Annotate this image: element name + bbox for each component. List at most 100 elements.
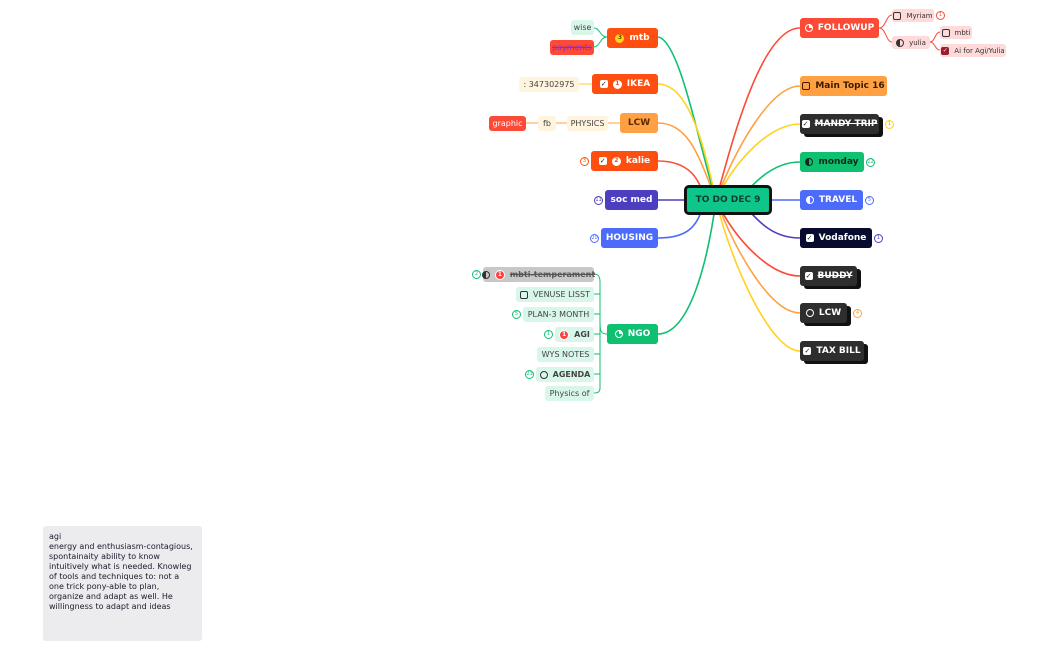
topic-kalie[interactable]: ✓ 2 kalie <box>591 151 658 171</box>
topic-mtb-label: mtb <box>629 33 650 43</box>
subtopic-physics[interactable]: PHYSICS <box>567 116 608 131</box>
check-icon: ✓ <box>804 271 813 280</box>
subtopic-agenda[interactable]: AGENDA <box>536 367 594 382</box>
subtopic-myriam[interactable]: Myriam <box>892 9 934 22</box>
priority-1-icon: 1 <box>559 329 570 340</box>
checkbox-icon <box>802 82 811 90</box>
topic-travel[interactable]: TRAVEL <box>800 190 863 210</box>
topic-housing-count[interactable]: 20 <box>590 234 599 243</box>
link-ngo <box>657 199 717 335</box>
quarter-circle-icon <box>804 24 813 32</box>
plan-count[interactable]: 5 <box>512 310 521 319</box>
notes-title: agi <box>49 532 62 541</box>
subtopic-venuse-lisst[interactable]: VENUSE LISST <box>516 287 594 302</box>
link-payments <box>593 36 608 48</box>
topic-monday[interactable]: monday <box>800 152 864 172</box>
subtopic-plan-3-month[interactable]: PLAN-3 MONTH <box>523 307 594 322</box>
checkbox-icon <box>941 28 950 37</box>
topic-vodafone[interactable]: ✓ Vodafone <box>800 228 872 248</box>
topic-buddy[interactable]: ✓ BUDDY <box>800 266 857 286</box>
topic-tax-bill-label: TAX BILL <box>816 346 861 356</box>
notes-panel[interactable]: agi energy and enthusiasm-contagious, sp… <box>43 526 202 641</box>
topic-vodafone-label: Vodafone <box>818 233 867 243</box>
subtopic-yulia[interactable]: yulia <box>892 36 930 49</box>
link-lcw2 <box>715 199 801 314</box>
topic-housing[interactable]: HOUSING <box>601 228 658 248</box>
priority-2-icon: 2 <box>611 156 621 166</box>
topic-buddy-label: BUDDY <box>817 271 853 281</box>
topic-ikea[interactable]: ✓ 1 IKEA <box>592 74 658 94</box>
check-icon: ✓ <box>941 46 950 55</box>
link-yulia <box>878 27 893 43</box>
subtopic-wise[interactable]: wise <box>571 20 594 35</box>
check-icon: ✓ <box>803 346 812 355</box>
topic-soc-med[interactable]: soc med <box>605 190 658 210</box>
half-circle-icon <box>805 196 814 204</box>
link-mtb <box>657 36 717 201</box>
subtopic-fb[interactable]: fb <box>538 116 556 131</box>
subtopic-ai-for-agi-yulia[interactable]: ✓ Ai for Agi/Yulia <box>940 44 1006 57</box>
half-circle-icon <box>481 270 490 279</box>
topic-mtb[interactable]: 3 mtb <box>607 28 658 48</box>
travel-count[interactable]: 5 <box>865 196 874 205</box>
mandy-trip-count[interactable]: 1 <box>885 120 894 129</box>
topic-followup[interactable]: FOLLOWUP <box>800 18 879 38</box>
link-myriam <box>878 14 893 29</box>
priority-1-icon: 1 <box>612 79 622 89</box>
subtopic-wys-notes[interactable]: WYS NOTES <box>537 347 594 362</box>
topic-main-16-label: Main Topic 16 <box>815 81 885 91</box>
link-ai-yulia <box>929 41 941 51</box>
topic-ikea-label: IKEA <box>626 79 651 89</box>
mbti-count[interactable]: 2 <box>472 270 481 279</box>
monday-count[interactable]: 12 <box>866 158 875 167</box>
topic-monday-label: monday <box>818 157 859 167</box>
subtopic-ikea-number[interactable]: : 347302975 <box>519 77 579 92</box>
topic-lcw[interactable]: LCW <box>620 113 658 133</box>
link-tax <box>715 199 801 352</box>
subtopic-agi[interactable]: 1 AGI <box>555 327 594 342</box>
link-main <box>715 85 801 201</box>
central-topic-label: TO DO DEC 9 <box>695 195 761 205</box>
lcw-right-count[interactable]: 4 <box>853 309 862 318</box>
link-followup <box>715 27 801 201</box>
subtopic-physics-of[interactable]: Physics of <box>545 386 594 401</box>
topic-mandy-trip-label: MANDY TRIP <box>814 119 878 129</box>
link-wise <box>593 27 608 38</box>
topic-lcw-right[interactable]: LCW <box>800 303 847 323</box>
checkbox-icon <box>893 11 902 20</box>
myriam-count[interactable]: 1 <box>936 11 945 20</box>
subtopic-graphic[interactable]: graphic <box>489 116 526 131</box>
topic-travel-label: TRAVEL <box>818 195 858 205</box>
subtopic-mbti[interactable]: mbti <box>940 26 972 39</box>
priority-3-icon: 3 <box>615 33 625 43</box>
quarter-circle-icon <box>614 330 623 338</box>
check-icon: ✓ <box>801 119 810 128</box>
topic-kalie-label: kalie <box>625 156 651 166</box>
topic-main-16[interactable]: Main Topic 16 <box>800 76 887 96</box>
half-circle-icon <box>896 38 905 47</box>
check-icon: ✓ <box>599 79 608 88</box>
subtopic-payments[interactable]: payments <box>550 40 594 55</box>
topic-followup-label: FOLLOWUP <box>817 23 875 33</box>
check-icon: ✓ <box>598 156 607 165</box>
topic-mandy-trip[interactable]: ✓ MANDY TRIP <box>800 114 879 134</box>
topic-soc-med-count[interactable]: 11 <box>594 196 603 205</box>
check-icon: ✓ <box>805 233 814 242</box>
agenda-count[interactable]: 23 <box>525 370 534 379</box>
vodafone-count[interactable]: 1 <box>874 234 883 243</box>
notes-body: energy and enthusiasm-contagious, sponta… <box>49 542 193 611</box>
circle-icon <box>539 370 548 379</box>
topic-ngo-label: NGO <box>627 329 651 339</box>
checkbox-icon <box>520 290 529 299</box>
circle-icon <box>805 309 814 317</box>
topic-kalie-count[interactable]: 3 <box>580 157 589 166</box>
topic-lcw-label: LCW <box>627 118 651 128</box>
link-mbti <box>929 31 941 43</box>
priority-1-icon: 1 <box>494 269 505 280</box>
subtopic-mbti-temperament[interactable]: 1 mbti-temperament <box>481 267 595 282</box>
agi-count[interactable]: 1 <box>544 330 553 339</box>
topic-lcw-right-label: LCW <box>818 308 842 318</box>
topic-tax-bill[interactable]: ✓ TAX BILL <box>800 341 864 361</box>
topic-ngo[interactable]: NGO <box>607 324 658 344</box>
central-topic[interactable]: TO DO DEC 9 <box>684 185 772 215</box>
